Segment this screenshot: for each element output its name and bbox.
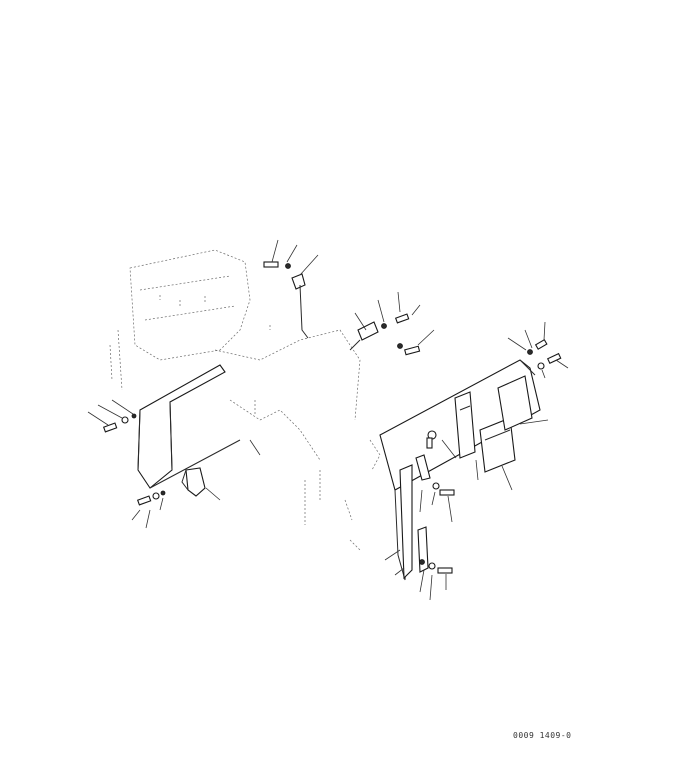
middle-right-bolt-set [415, 430, 457, 523]
left-bracket [181, 467, 206, 497]
engine-block-outline [109, 249, 361, 551]
left-bolt-upper [87, 399, 137, 433]
middle-clamp-bolt-set [349, 291, 435, 356]
drawing-reference-code: 0009 1409-0 [513, 731, 572, 740]
right-top-bolt-set [507, 321, 569, 379]
left-bolt-lower [131, 490, 166, 529]
right-end-plate [497, 375, 533, 431]
right-upper-bracket [454, 391, 476, 459]
left-side-cover [137, 364, 241, 489]
misc-leader-lines [205, 419, 549, 501]
right-lower-bracket [479, 417, 516, 473]
top-bolt-set [263, 239, 319, 339]
bottom-bolt-set [384, 549, 453, 601]
vertical-support-bar [399, 464, 429, 580]
